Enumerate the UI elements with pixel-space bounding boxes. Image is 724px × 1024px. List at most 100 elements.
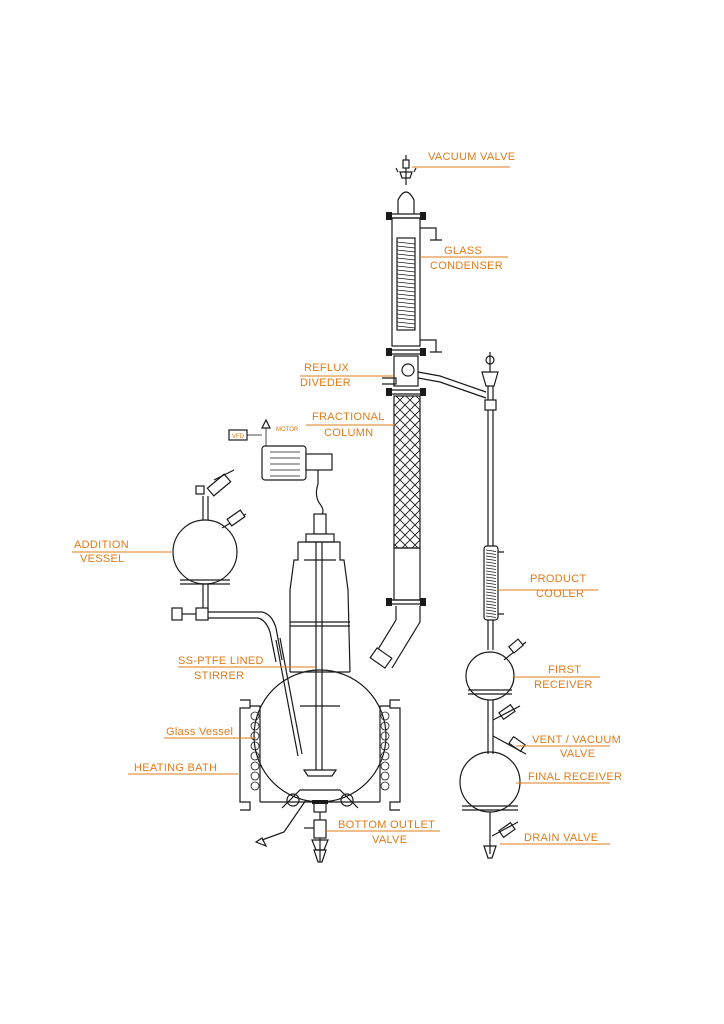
label-glass-vessel: Glass Vessel <box>166 726 233 738</box>
condenser-coil <box>396 257 416 261</box>
cooler-coil <box>485 588 497 591</box>
heating-bath <box>239 699 401 811</box>
condenser-coil <box>396 301 416 305</box>
cooler-coil <box>485 615 497 618</box>
label-stirrer-1: SS-PTFE LINED <box>178 655 264 667</box>
label-vent-1: VENT / VACUUM <box>532 734 621 746</box>
cooler-coil <box>485 582 497 585</box>
label-final-receiver: FINAL RECEIVER <box>528 771 622 783</box>
heater-ring <box>250 771 260 781</box>
label-drain-valve: DRAIN VALVE <box>524 832 598 844</box>
label-bottom-2: VALVE <box>372 834 407 846</box>
final-receiver <box>459 751 521 813</box>
cooler-coil <box>485 567 497 570</box>
condenser-coil <box>396 325 416 329</box>
heater-ring <box>250 711 260 721</box>
motor-assembly: VFD MOTOR <box>228 418 335 543</box>
motor-label: MOTOR <box>276 427 299 433</box>
heater-ring <box>380 751 390 761</box>
motor <box>261 445 333 484</box>
cooler-coil <box>485 564 497 567</box>
addition-top-valve[interactable] <box>195 469 235 497</box>
label-reflux-2: DIVEDER <box>300 377 351 389</box>
label-first-2: RECEIVER <box>534 679 593 691</box>
glass-condenser <box>391 217 442 353</box>
cooler-coil <box>485 549 497 552</box>
cooler-coil <box>485 609 497 612</box>
addition-outlet-valve[interactable] <box>171 607 209 621</box>
bottom-outlet-valve[interactable] <box>304 801 329 863</box>
heater-ring <box>380 761 390 771</box>
labels: VACUUM VALVE GLASS CONDENSER REFLUX DIVE… <box>72 151 622 846</box>
cooler-coil <box>485 558 497 561</box>
stirrer <box>300 542 340 777</box>
cooler-coil <box>485 570 497 573</box>
cooler-coil <box>485 603 497 606</box>
condenser-coil <box>396 321 416 325</box>
condenser-coil <box>396 269 416 273</box>
label-first-1: FIRST <box>548 664 581 676</box>
addition-vessel <box>171 469 283 663</box>
label-addition-2: VESSEL <box>80 553 125 565</box>
condenser-coil <box>396 309 416 313</box>
condenser-coil <box>396 241 416 245</box>
condenser-coil <box>396 245 416 249</box>
heater-ring <box>380 711 390 721</box>
glass-vessel <box>253 669 387 803</box>
label-stirrer-2: STIRRER <box>194 670 244 682</box>
condenser-coil <box>396 293 416 297</box>
condenser-coil <box>396 289 416 293</box>
condenser-coil <box>396 265 416 269</box>
drain-valve[interactable] <box>483 812 519 859</box>
label-product-2: COOLER <box>536 588 584 600</box>
label-vent-2: VALVE <box>560 748 595 760</box>
label-reflux-1: REFLUX <box>304 362 350 374</box>
heater-ring <box>250 721 260 731</box>
cooler-coil <box>485 594 497 597</box>
heater-ring <box>380 721 390 731</box>
condenser-coil <box>396 297 416 301</box>
cooler-coil <box>485 579 497 582</box>
first-receiver <box>465 638 527 701</box>
top-vacuum-valve[interactable] <box>395 155 417 185</box>
heater-ring <box>380 781 390 791</box>
label-product-1: PRODUCT <box>530 573 587 585</box>
cooler-coil <box>485 612 497 615</box>
label-glass-condenser-2: CONDENSER <box>430 260 503 272</box>
condenser-coil <box>396 313 416 317</box>
cooler-coil <box>485 576 497 579</box>
heater-ring <box>380 731 390 741</box>
condenser-coil <box>396 277 416 281</box>
addition-side-valve[interactable] <box>221 509 247 529</box>
condenser-coil <box>396 317 416 321</box>
fractional-column <box>393 395 421 601</box>
condenser-coil <box>396 253 416 257</box>
label-fractional-2: COLUMN <box>324 427 373 439</box>
top-receiver-valve[interactable] <box>481 352 499 387</box>
label-heating-bath: HEATING BATH <box>134 762 217 774</box>
vent-vacuum-valve[interactable] <box>492 703 527 755</box>
cooler-coil <box>485 591 497 594</box>
cooler-coil <box>485 606 497 609</box>
heater-ring <box>250 761 260 771</box>
reactor-assembly <box>239 541 401 863</box>
reflux-divider <box>382 355 487 399</box>
label-addition-1: ADDITION <box>74 539 129 551</box>
cooler-coil <box>485 555 497 558</box>
cooler-coil <box>485 600 497 603</box>
label-fractional-1: FRACTIONAL <box>312 411 385 423</box>
heater-ring <box>250 731 260 741</box>
label-glass-condenser-1: GLASS <box>444 245 482 257</box>
label-vacuum-valve: VACUUM VALVE <box>428 151 515 163</box>
label-bottom-1: BOTTOM OUTLET <box>338 819 435 831</box>
heater-ring <box>380 741 390 751</box>
condenser-coil <box>396 281 416 285</box>
condenser-coil <box>396 305 416 309</box>
column-assembly <box>369 155 487 669</box>
cooler-coil <box>485 573 497 576</box>
heater-ring <box>250 751 260 761</box>
product-line <box>459 352 527 859</box>
product-cooler <box>483 545 504 621</box>
cooler-coil <box>485 561 497 564</box>
